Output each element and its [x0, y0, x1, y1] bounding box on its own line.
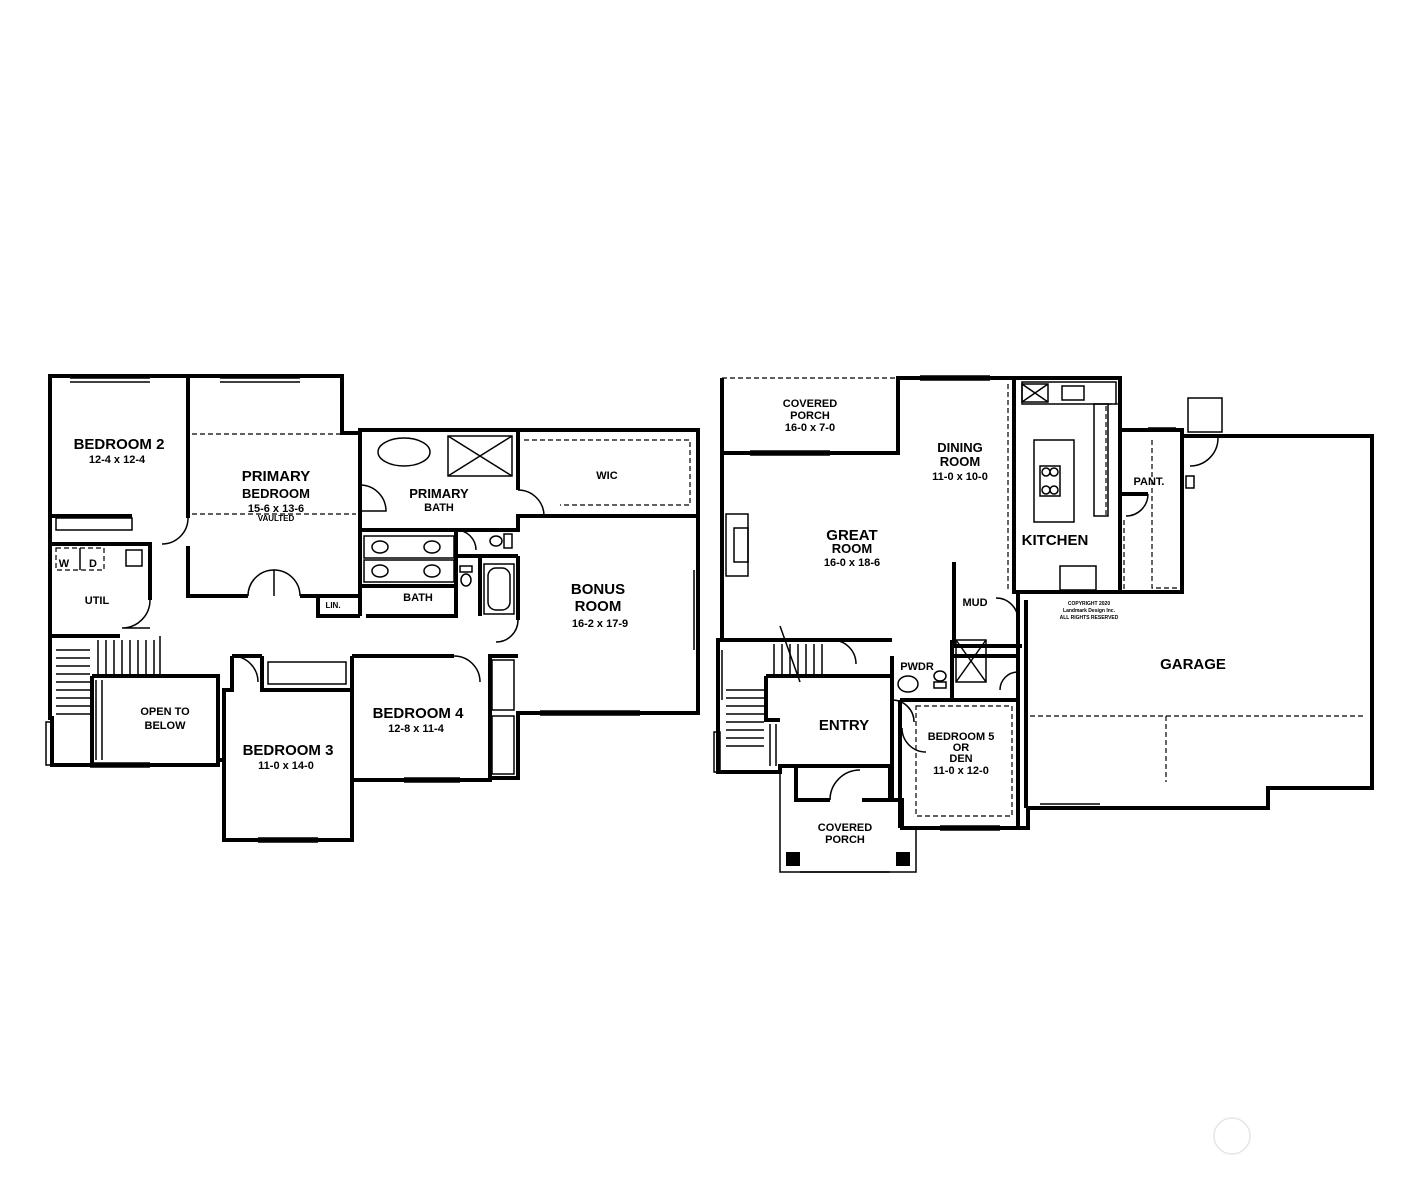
primary-bedroom-label-2: BEDROOM: [242, 486, 310, 501]
great-room-label-1: GREAT: [826, 527, 877, 544]
copyright-line-1: COPYRIGHT 2020: [1068, 601, 1110, 607]
copyright-line-3: ALL RIGHTS RESERVED: [1060, 615, 1119, 621]
dryer-label: D: [89, 558, 97, 570]
open-to-below-label-1: OPEN TO: [140, 706, 190, 718]
open-to-below-label-2: BELOW: [145, 720, 187, 732]
primary-bedroom-note: VAULTED: [258, 514, 295, 523]
bonus-room-label-2: ROOM: [575, 598, 622, 615]
primary-bath-label-1: PRIMARY: [409, 486, 469, 501]
mud-label: MUD: [962, 597, 987, 609]
great-room-label-2: ROOM: [832, 541, 872, 556]
bedroom4-label: BEDROOM 4: [373, 705, 465, 722]
front-porch-label-2: PORCH: [825, 834, 865, 846]
powder-label: PWDR: [900, 661, 934, 673]
front-porch-label-1: COVERED: [818, 822, 872, 834]
washer-label: W: [59, 558, 70, 570]
util-label: UTIL: [85, 595, 110, 607]
bedroom5-label-3: DEN: [949, 753, 972, 765]
main-floor-plan: [713, 375, 1374, 873]
primary-bedroom-label-1: PRIMARY: [242, 468, 311, 485]
bonus-room-label-1: BONUS: [571, 581, 625, 598]
watermark-logo: [1213, 1117, 1251, 1155]
bedroom2-label: BEDROOM 2: [74, 436, 165, 453]
garage-label: GARAGE: [1160, 656, 1226, 673]
bedroom5-label-1: BEDROOM 5: [928, 731, 995, 743]
dining-room-dims: 11-0 x 10-0: [932, 471, 988, 483]
linen-label: LIN.: [325, 601, 340, 610]
primary-bedroom-dims: 15-6 x 13-6: [248, 503, 304, 515]
bedroom4-dims: 12-8 x 11-4: [388, 723, 445, 735]
upper-floor-plan: [45, 374, 700, 843]
entry-label: ENTRY: [819, 717, 869, 734]
bath-label: BATH: [403, 592, 433, 604]
pantry-label: PANT.: [1134, 476, 1165, 488]
kitchen-label: KITCHEN: [1022, 532, 1089, 549]
bedroom5-label-2: OR: [953, 742, 970, 754]
wic-label: WIC: [596, 470, 617, 482]
rear-porch-label-1: COVERED: [783, 398, 837, 410]
bedroom2-dims: 12-4 x 12-4: [89, 454, 146, 466]
bonus-room-dims: 16-2 x 17-9: [572, 618, 628, 630]
bedroom3-dims: 11-0 x 14-0: [258, 760, 314, 772]
dining-room-label-2: ROOM: [940, 454, 980, 469]
primary-bath-label-2: BATH: [424, 502, 454, 514]
main-stairs: [713, 625, 823, 773]
rear-porch-label-2: PORCH: [790, 410, 830, 422]
rear-porch-dims: 16-0 x 7-0: [785, 422, 835, 434]
copyright-line-2: Landmark Design Inc.: [1063, 608, 1116, 614]
dining-room-label-1: DINING: [937, 440, 983, 455]
bedroom3-label: BEDROOM 3: [243, 742, 334, 759]
great-room-dims: 16-0 x 18-6: [824, 557, 880, 569]
upper-stairs: [45, 640, 155, 766]
bedroom5-dims: 11-0 x 12-0: [933, 765, 989, 777]
